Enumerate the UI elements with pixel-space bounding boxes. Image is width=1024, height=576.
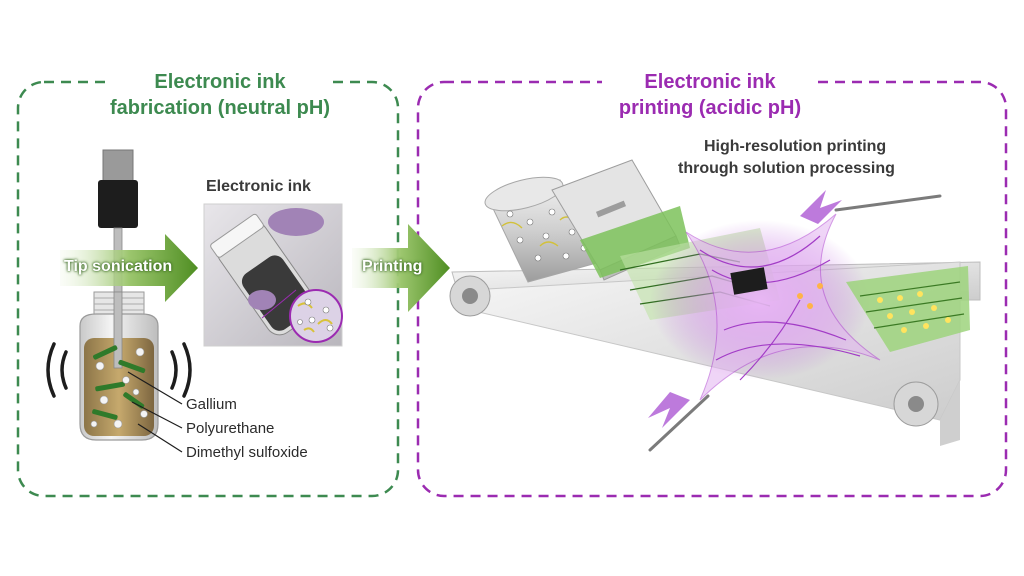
ultrasound-waves	[46, 342, 192, 398]
printing-arrow	[352, 224, 450, 312]
tip-sonication-label: Tip sonication	[64, 258, 173, 275]
printing-caption-line2: through solution processing	[678, 160, 895, 177]
led-panel	[846, 266, 970, 352]
printing-label: Printing	[362, 258, 423, 275]
component-dimethyl-sulfoxide: Dimethyl sulfoxide	[186, 444, 308, 461]
electronic-ink-label: Electronic ink	[206, 178, 311, 195]
left-panel-frame	[16, 80, 400, 498]
right-panel-title-line2: printing (acidic pH)	[586, 96, 834, 120]
stretch-arrows	[648, 190, 842, 428]
left-panel-title-line1: Electronic ink	[112, 70, 328, 94]
printing-caption-line1: High-resolution printing	[704, 138, 887, 155]
stretchable-circuit	[650, 213, 881, 401]
right-panel-title-line1: Electronic ink	[602, 70, 818, 94]
ink-vial	[79, 291, 159, 441]
magnified-inset	[261, 289, 343, 343]
tweezers	[648, 194, 942, 452]
component-gallium: Gallium	[186, 396, 237, 413]
tip-sonication-arrow	[60, 234, 198, 302]
left-panel-title-line2: fabrication (neutral pH)	[72, 96, 368, 120]
component-polyurethane: Polyurethane	[186, 420, 275, 437]
component-leaders	[127, 371, 183, 453]
